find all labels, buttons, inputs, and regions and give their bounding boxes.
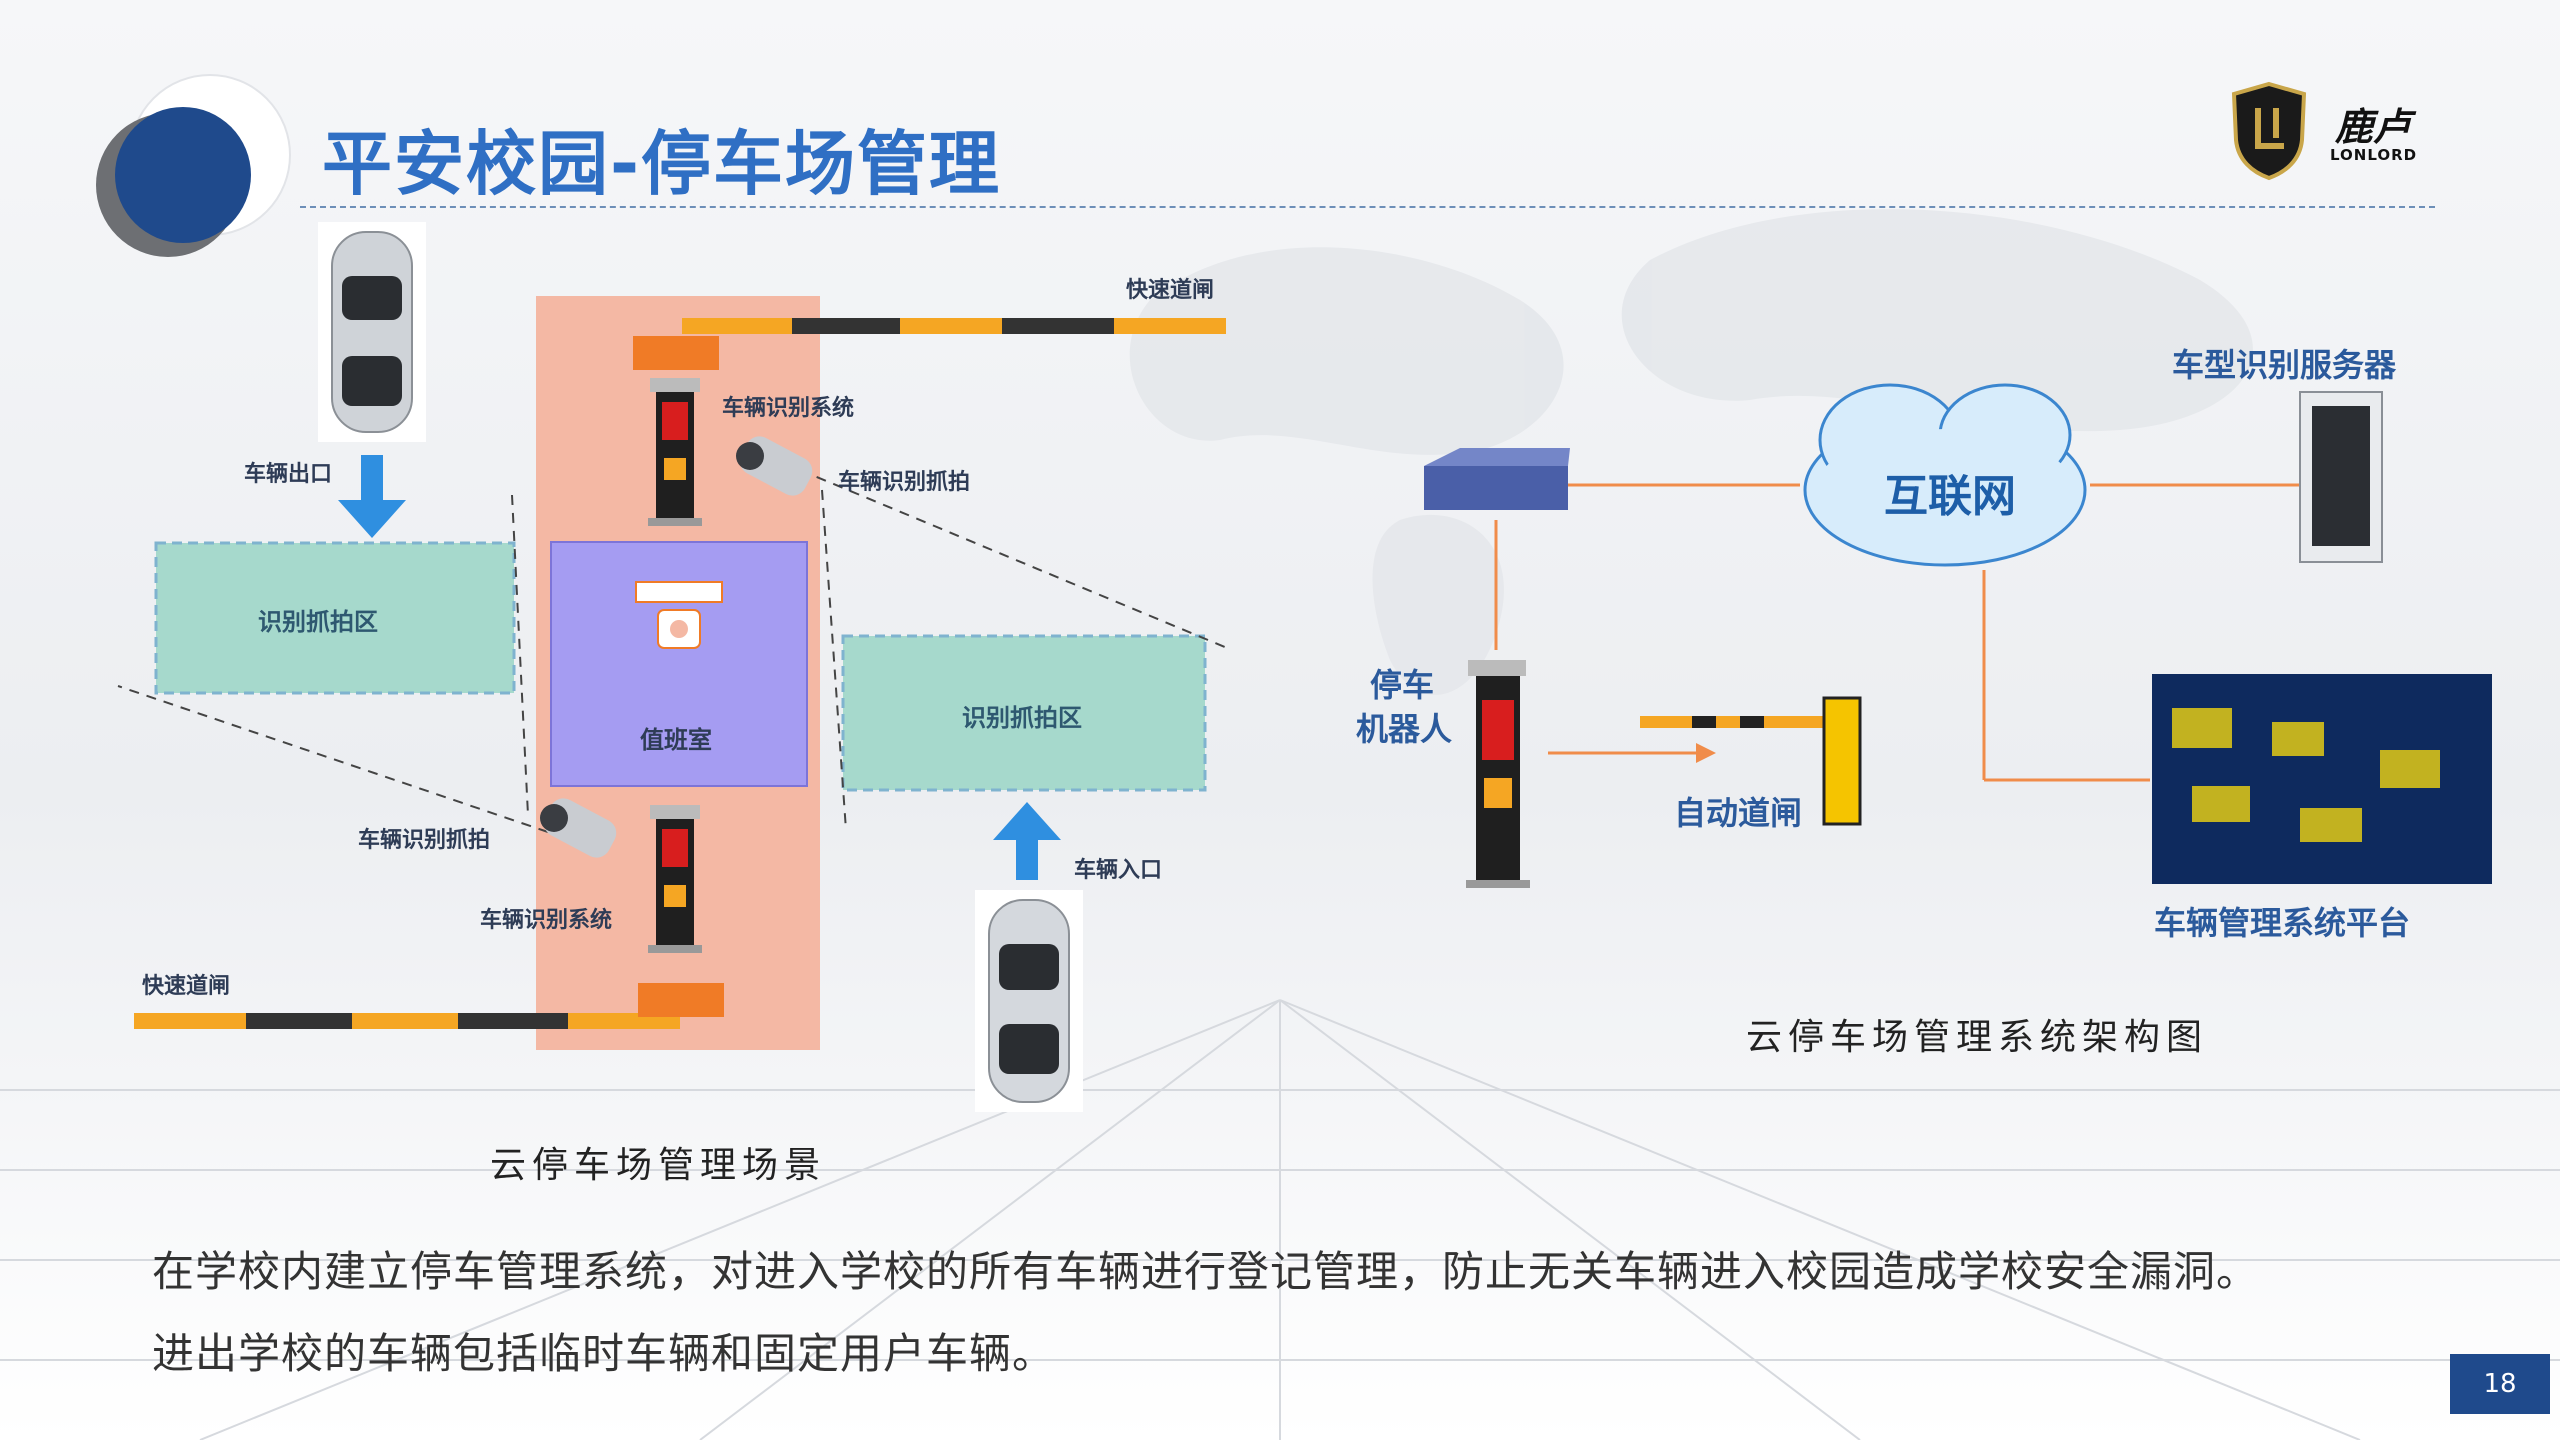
internet-label: 互联网 xyxy=(1884,471,2016,522)
robot-label-line1: 停车 xyxy=(1370,666,1435,704)
shield-logo-icon xyxy=(2231,81,2307,181)
gate-top-label: 快速道闸 xyxy=(1126,278,1215,303)
capture-zone-right xyxy=(841,634,1207,792)
capture-lines xyxy=(117,469,1233,833)
page-number-badge: 18 xyxy=(2450,1354,2550,1414)
scene-caption: 云停车场管理场景 xyxy=(490,1145,827,1186)
architecture-caption: 云停车场管理系统架构图 xyxy=(1746,1017,2209,1058)
entry-label: 车辆入口 xyxy=(1074,858,1163,883)
exit-label: 车辆出口 xyxy=(244,462,333,487)
title-divider xyxy=(300,206,2435,208)
logo-subtext: LONLORD xyxy=(2330,146,2418,164)
zone-left-label: 识别抓拍区 xyxy=(258,608,378,636)
architecture-diagram xyxy=(1424,383,2492,888)
recognition-kiosk-top-icon xyxy=(648,378,702,526)
exit-arrow-icon xyxy=(338,455,406,538)
management-platform-screen-icon xyxy=(2152,674,2492,884)
auto-gate-label: 自动道闸 xyxy=(1674,794,1803,832)
recog-capture-top-label: 车辆识别抓拍 xyxy=(838,470,971,495)
auto-gate-icon xyxy=(1640,696,1862,826)
gate-bottom-label: 快速道闸 xyxy=(142,974,231,999)
robot-label-line2: 机器人 xyxy=(1356,710,1453,748)
network-switch-top xyxy=(1424,448,1570,466)
duty-room-label: 值班室 xyxy=(640,726,712,754)
zone-right-label: 识别抓拍区 xyxy=(962,704,1082,732)
recognition-kiosk-bottom-icon xyxy=(648,805,702,953)
internet-cloud-icon xyxy=(1803,383,2087,567)
platform-label: 车辆管理系统平台 xyxy=(2154,904,2411,942)
server-label: 车型识别服务器 xyxy=(2172,346,2397,384)
server-icon xyxy=(2299,391,2383,563)
entry-car-icon xyxy=(975,890,1083,1112)
exit-car-icon xyxy=(318,222,426,442)
bottom-barrier-gate xyxy=(134,983,724,1029)
logo-text: 鹿卢 xyxy=(2335,105,2412,149)
top-barrier-gate xyxy=(633,318,1226,370)
header-circle-decoration xyxy=(96,74,291,257)
body-text-line1: 在学校内建立停车管理系统，对进入学校的所有车辆进行登记管理，防止无关车辆进入校园… xyxy=(152,1247,2260,1296)
page-title: 平安校园-停车场管理 xyxy=(322,123,1002,205)
body-text-line2: 进出学校的车辆包括临时车辆和固定用户车辆。 xyxy=(152,1329,1056,1378)
recog-system-top-label: 车辆识别系统 xyxy=(722,396,855,421)
network-switch-icon xyxy=(1424,466,1568,510)
capture-camera-bottom-icon xyxy=(540,798,617,858)
network-links xyxy=(1494,483,2300,782)
capture-zone-left xyxy=(154,541,516,695)
gate-arrow-icon xyxy=(1696,743,1716,763)
parking-robot-icon xyxy=(1466,660,1530,888)
recog-capture-bottom-label: 车辆识别抓拍 xyxy=(358,828,491,853)
entry-arrow-icon xyxy=(993,802,1061,880)
duty-room-icon xyxy=(635,581,723,649)
capture-camera-top-icon xyxy=(736,436,813,496)
recog-system-bottom-label: 车辆识别系统 xyxy=(480,908,613,933)
parking-scene-diagram xyxy=(117,222,1233,1112)
